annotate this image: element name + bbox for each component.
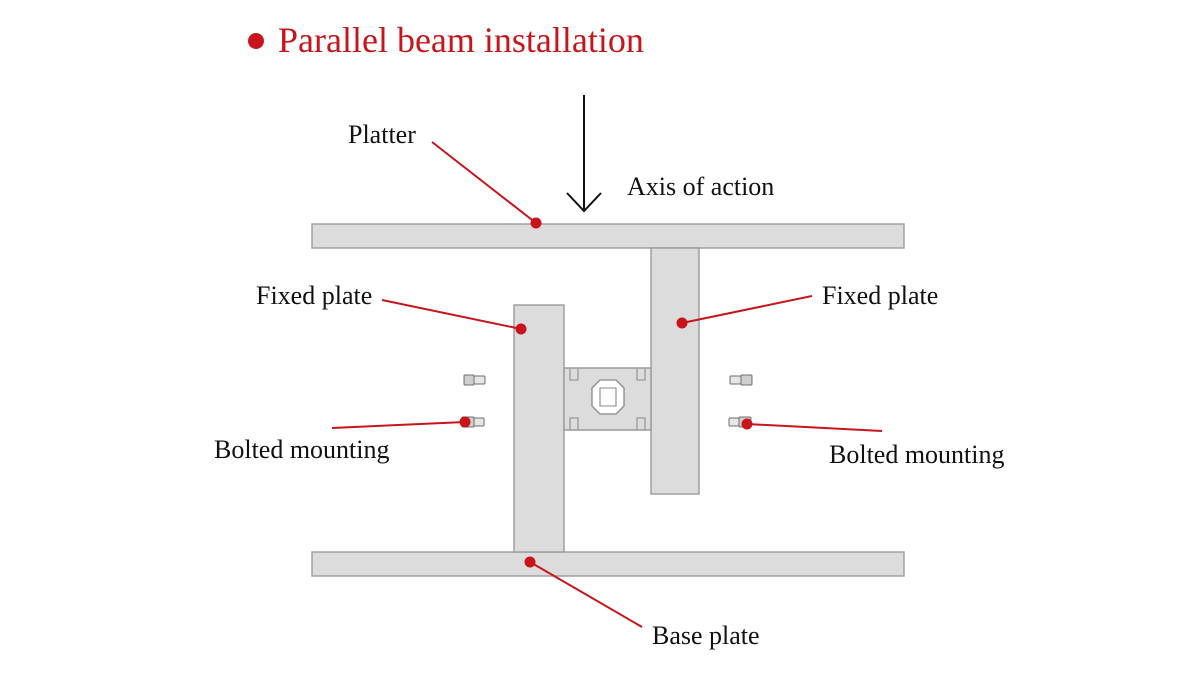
arrow-down-icon: [566, 95, 602, 213]
leader-bolted-mounting-left: [331, 421, 466, 429]
fixed-plate-left: [513, 304, 565, 553]
bolt-icon: [463, 374, 486, 386]
label-fixed-plate-left: Fixed plate: [256, 281, 372, 310]
leader-bolted-mounting-right: [746, 423, 883, 432]
anchor-dot-base-plate: [524, 556, 536, 568]
label-base-plate: Base plate: [652, 621, 760, 650]
bolt-icon: [729, 374, 753, 386]
leader-platter: [431, 141, 537, 224]
leader-base-plate: [529, 561, 643, 628]
leader-fixed-plate-left: [381, 299, 522, 330]
label-axis-of-action: Axis of action: [627, 172, 774, 201]
label-bolted-mounting-left: Bolted mounting: [214, 435, 390, 464]
load-cell-beam: [563, 367, 652, 431]
anchor-dot-bolted-mounting-right: [741, 418, 753, 430]
fixed-plate-right: [650, 247, 700, 495]
anchor-dot-fixed-plate-right: [676, 317, 688, 329]
label-fixed-plate-right: Fixed plate: [822, 281, 938, 310]
anchor-dot-platter: [530, 217, 542, 229]
title-text: Parallel beam installation: [278, 20, 644, 60]
page-title: Parallel beam installation: [248, 18, 644, 62]
anchor-dot-fixed-plate-left: [515, 323, 527, 335]
label-bolted-mounting-right: Bolted mounting: [829, 440, 1005, 469]
anchor-dot-bolted-mounting-left: [459, 416, 471, 428]
label-platter: Platter: [348, 120, 416, 149]
platter-plate: [311, 223, 905, 249]
bullet-dot-icon: [248, 32, 264, 49]
base-plate: [311, 551, 905, 577]
leader-fixed-plate-right: [681, 295, 813, 324]
